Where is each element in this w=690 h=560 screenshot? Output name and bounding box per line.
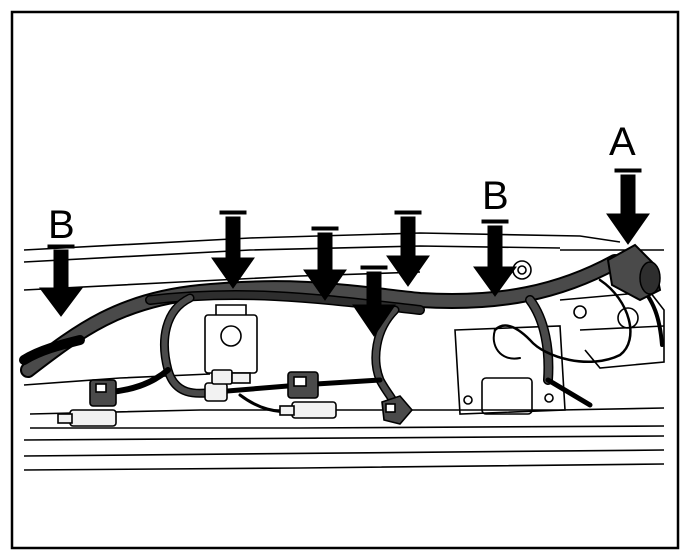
electrical-connector-icon [381, 395, 414, 425]
electrical-connector-icon [279, 371, 337, 419]
electrical-connector-icon [57, 379, 117, 427]
down-arrow-icon [386, 210, 430, 287]
callout-label-b-left: B [48, 203, 75, 247]
callout-label-b-right: B [482, 174, 509, 218]
down-arrow-icon [39, 244, 83, 317]
down-arrow-icon [211, 210, 255, 289]
harness-grommet [606, 243, 662, 302]
down-arrow-icon [606, 168, 650, 245]
down-arrow-icon [473, 219, 517, 297]
pointer-arrows [39, 168, 650, 337]
figure-frame [10, 10, 680, 550]
vehicle-panel-outline [23, 232, 665, 471]
callout-label-a: A [609, 120, 636, 164]
electrical-connector-icon [204, 369, 251, 402]
down-arrow-icon [352, 265, 396, 337]
down-arrow-icon [303, 226, 347, 301]
